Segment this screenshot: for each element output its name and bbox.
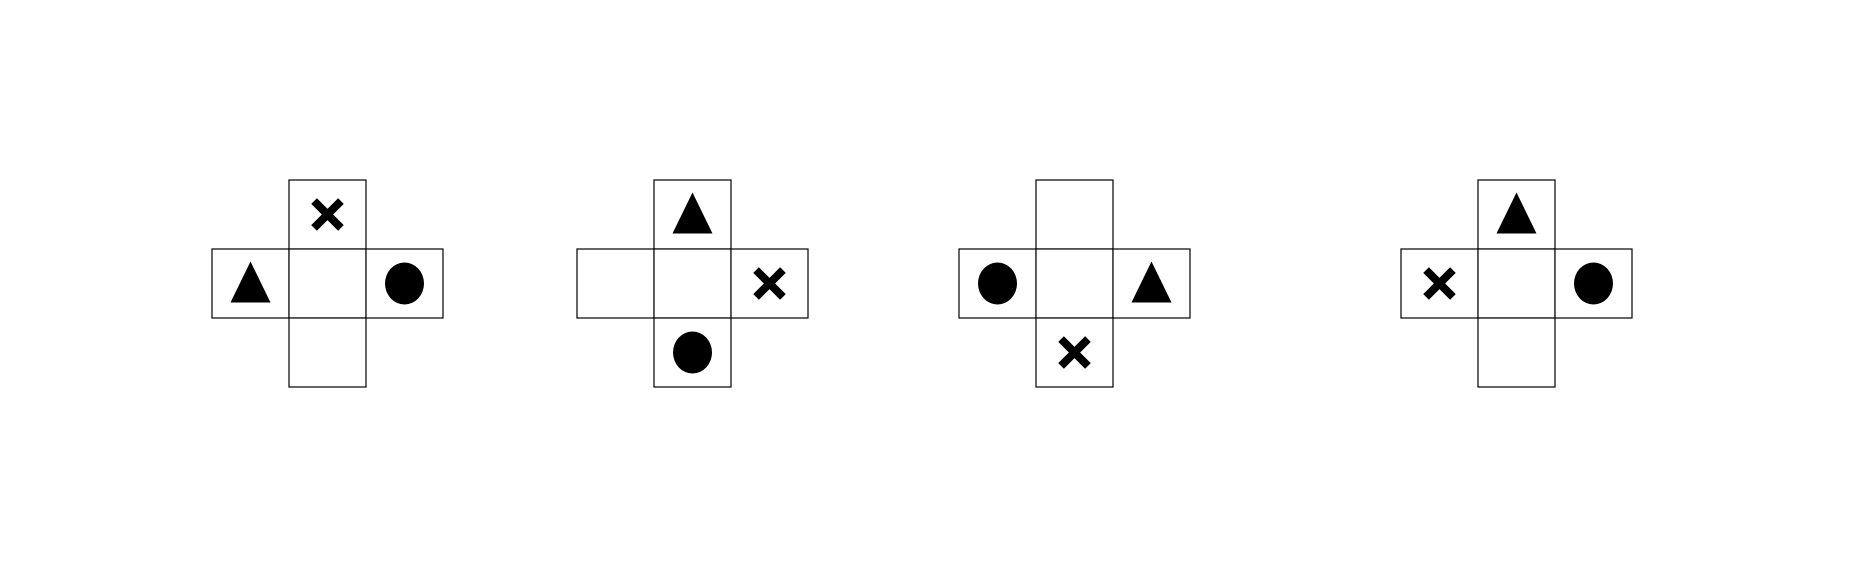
net-cell-top (653, 179, 732, 250)
net-cell-bottom (288, 317, 367, 388)
net-cell-bottom (1035, 317, 1114, 388)
cell-square (288, 317, 367, 388)
triangle-icon (230, 261, 271, 303)
x-icon (753, 267, 786, 300)
cell-square (1477, 317, 1556, 388)
cell-square (1477, 248, 1556, 319)
net-cell-left (1400, 248, 1479, 319)
cell-square (1035, 248, 1114, 319)
circle-icon (385, 262, 424, 305)
net-cell-center (1477, 248, 1556, 319)
x-icon (1423, 267, 1456, 300)
cell-square (653, 248, 732, 319)
net-cell-center (1035, 248, 1114, 319)
x-icon (1058, 336, 1091, 369)
net-2 (576, 179, 809, 388)
cell-square (1035, 179, 1114, 250)
net-cell-bottom (653, 317, 732, 388)
net-cell-bottom (1477, 317, 1556, 388)
net-cell-right (730, 248, 809, 319)
net-1 (211, 179, 444, 388)
cell-square (576, 248, 655, 319)
net-cell-top (1477, 179, 1556, 250)
triangle-icon (1131, 261, 1172, 303)
net-cell-left (211, 248, 290, 319)
net-cell-center (653, 248, 732, 319)
cell-square (288, 248, 367, 319)
circle-icon (1574, 262, 1613, 305)
triangle-icon (672, 192, 713, 234)
net-cell-right (1554, 248, 1633, 319)
net-cell-right (1112, 248, 1191, 319)
net-cell-top (1035, 179, 1114, 250)
net-cell-left (576, 248, 655, 319)
net-cell-right (365, 248, 444, 319)
net-3 (958, 179, 1191, 388)
circle-icon (673, 331, 712, 374)
x-icon (311, 198, 344, 231)
net-cell-top (288, 179, 367, 250)
net-cell-left (958, 248, 1037, 319)
triangle-icon (1496, 192, 1537, 234)
net-4 (1400, 179, 1633, 388)
circle-icon (978, 262, 1017, 305)
net-cell-center (288, 248, 367, 319)
